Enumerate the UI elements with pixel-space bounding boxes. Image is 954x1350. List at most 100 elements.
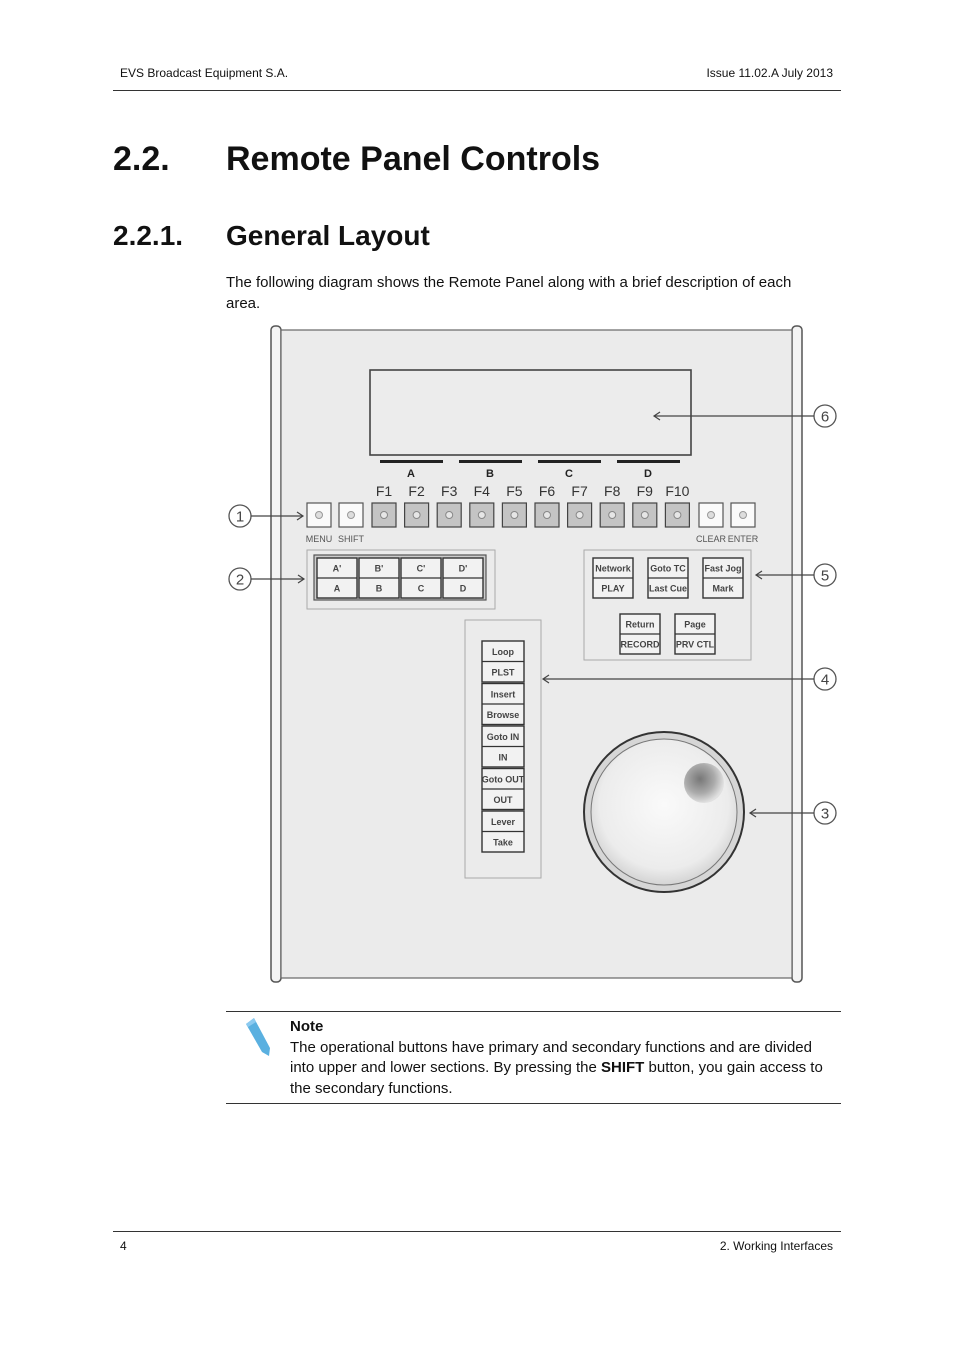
callout-number: 6 <box>821 409 829 426</box>
fkey-f10[interactable]: F10 <box>664 483 691 528</box>
intro-paragraph: The following diagram shows the Remote P… <box>226 274 792 312</box>
fkey-label: F9 <box>637 483 654 499</box>
note-text-part: button, you gain access to the secondary… <box>290 1059 823 1097</box>
page-label-A: A <box>407 468 415 480</box>
button-upper-label: B' <box>375 564 384 574</box>
note-bottom-rule <box>226 1103 841 1104</box>
fkey-label: F10 <box>665 483 689 499</box>
button-upper-label: Goto TC <box>650 564 686 574</box>
pencil-icon <box>246 1018 270 1056</box>
callout-4: 4 <box>543 667 837 691</box>
page-label-D: D <box>644 468 652 480</box>
button-upper-label: C' <box>417 564 426 574</box>
page-bar-D <box>617 460 680 463</box>
callout-number: 3 <box>821 806 829 823</box>
button-lower-label: C <box>418 584 425 594</box>
button-lower-label: Mark <box>712 584 734 594</box>
button-upper-label: Goto IN <box>487 732 520 742</box>
callout-5: 5 <box>756 563 837 587</box>
letter-button-b[interactable]: B' B <box>358 557 400 599</box>
subsection-number: 2.2.1. <box>113 220 184 251</box>
button-lower-label: RECORD <box>620 640 660 650</box>
letter-button-d[interactable]: D'D <box>442 557 484 599</box>
page-number: 4 <box>120 1239 127 1253</box>
clear-key-label: CLEAR <box>696 534 727 544</box>
fkey-f9[interactable]: F9 <box>632 483 658 528</box>
section-number: 2.2. <box>113 140 170 178</box>
letter-button-group <box>306 549 496 610</box>
fkey-f2[interactable]: F2 <box>404 483 430 528</box>
header-company: EVS Broadcast Equipment S.A. <box>120 66 289 80</box>
letter-button-c[interactable]: C' C <box>400 557 442 599</box>
fkey-f4[interactable]: F4 <box>469 483 495 528</box>
fkey-label: F5 <box>506 483 523 499</box>
page-label-C: C <box>565 468 573 480</box>
page-bar-C <box>538 460 601 463</box>
button-lower-label: Browse <box>487 710 520 720</box>
fkey-label: F6 <box>539 483 556 499</box>
shift-key[interactable] <box>338 502 364 528</box>
button-lower-label: PRV CTL <box>676 640 715 650</box>
fkey-f7[interactable]: F7 <box>566 483 593 528</box>
fkey-label: F7 <box>571 483 588 499</box>
page-label-B: B <box>486 468 494 480</box>
op-button-group <box>464 619 542 879</box>
fkey-label: F1 <box>376 483 393 499</box>
callout-6: 6 <box>654 404 837 428</box>
button-upper-label: Fast Jog <box>704 564 741 574</box>
fkey-f8[interactable]: F8 <box>599 483 625 528</box>
menu-key[interactable] <box>306 502 332 528</box>
fkey-f1[interactable]: F1 <box>371 483 397 528</box>
page-bar-B <box>459 460 522 463</box>
subsection-title: General Layout <box>226 220 430 251</box>
callout-number: 4 <box>821 672 829 689</box>
footer-rule <box>113 1231 841 1232</box>
button-upper-label: Return <box>626 620 655 630</box>
fkey-f6[interactable]: F6 <box>534 483 560 528</box>
button-lower-label: PLST <box>491 667 515 677</box>
note-block: Note The operational buttons have primar… <box>290 1017 835 1099</box>
op-button-in[interactable]: Goto IN IN <box>481 725 525 768</box>
fkey-label: F3 <box>441 483 458 499</box>
enter-key-label: ENTER <box>728 534 759 544</box>
note-text-part: The operational buttons have primary and… <box>290 1038 812 1077</box>
callout-2: 2 <box>228 567 304 591</box>
header-rule <box>113 90 841 91</box>
note-top-rule <box>226 1011 841 1012</box>
letter-button-a[interactable]: A' A <box>316 557 358 599</box>
button-lower-label: A <box>334 584 341 594</box>
button-upper-label: Page <box>684 620 706 630</box>
button-lower-label: IN <box>499 752 508 762</box>
button-upper-label: A' <box>333 564 342 574</box>
jog-dial <box>590 738 738 886</box>
mode-button-last-cue[interactable]: Goto TC Last Cue <box>647 557 689 599</box>
button-upper-label: Insert <box>491 689 516 699</box>
button-lower-label: B <box>376 584 383 594</box>
fkey-f3[interactable]: F3 <box>436 483 462 528</box>
callout-3: 3 <box>750 801 837 825</box>
enter-key[interactable] <box>730 502 756 528</box>
fkey-f5[interactable]: F5 <box>501 483 527 528</box>
fkey-label: F2 <box>408 483 425 499</box>
button-lower-label: OUT <box>494 795 514 805</box>
menu-key-label: MENU <box>306 534 333 544</box>
section-title: Remote Panel Controls <box>226 140 601 178</box>
button-lower-label: Last Cue <box>649 584 687 594</box>
button-upper-label: Lever <box>491 817 516 827</box>
callout-1: 1 <box>228 504 303 528</box>
note-title: Note <box>290 1018 324 1035</box>
clear-key[interactable] <box>698 502 724 528</box>
mode-button-group <box>583 549 752 661</box>
button-upper-label: Loop <box>492 647 514 657</box>
footer-chapter: 2. Working Interfaces <box>719 1239 833 1253</box>
button-lower-label: PLAY <box>601 584 624 594</box>
